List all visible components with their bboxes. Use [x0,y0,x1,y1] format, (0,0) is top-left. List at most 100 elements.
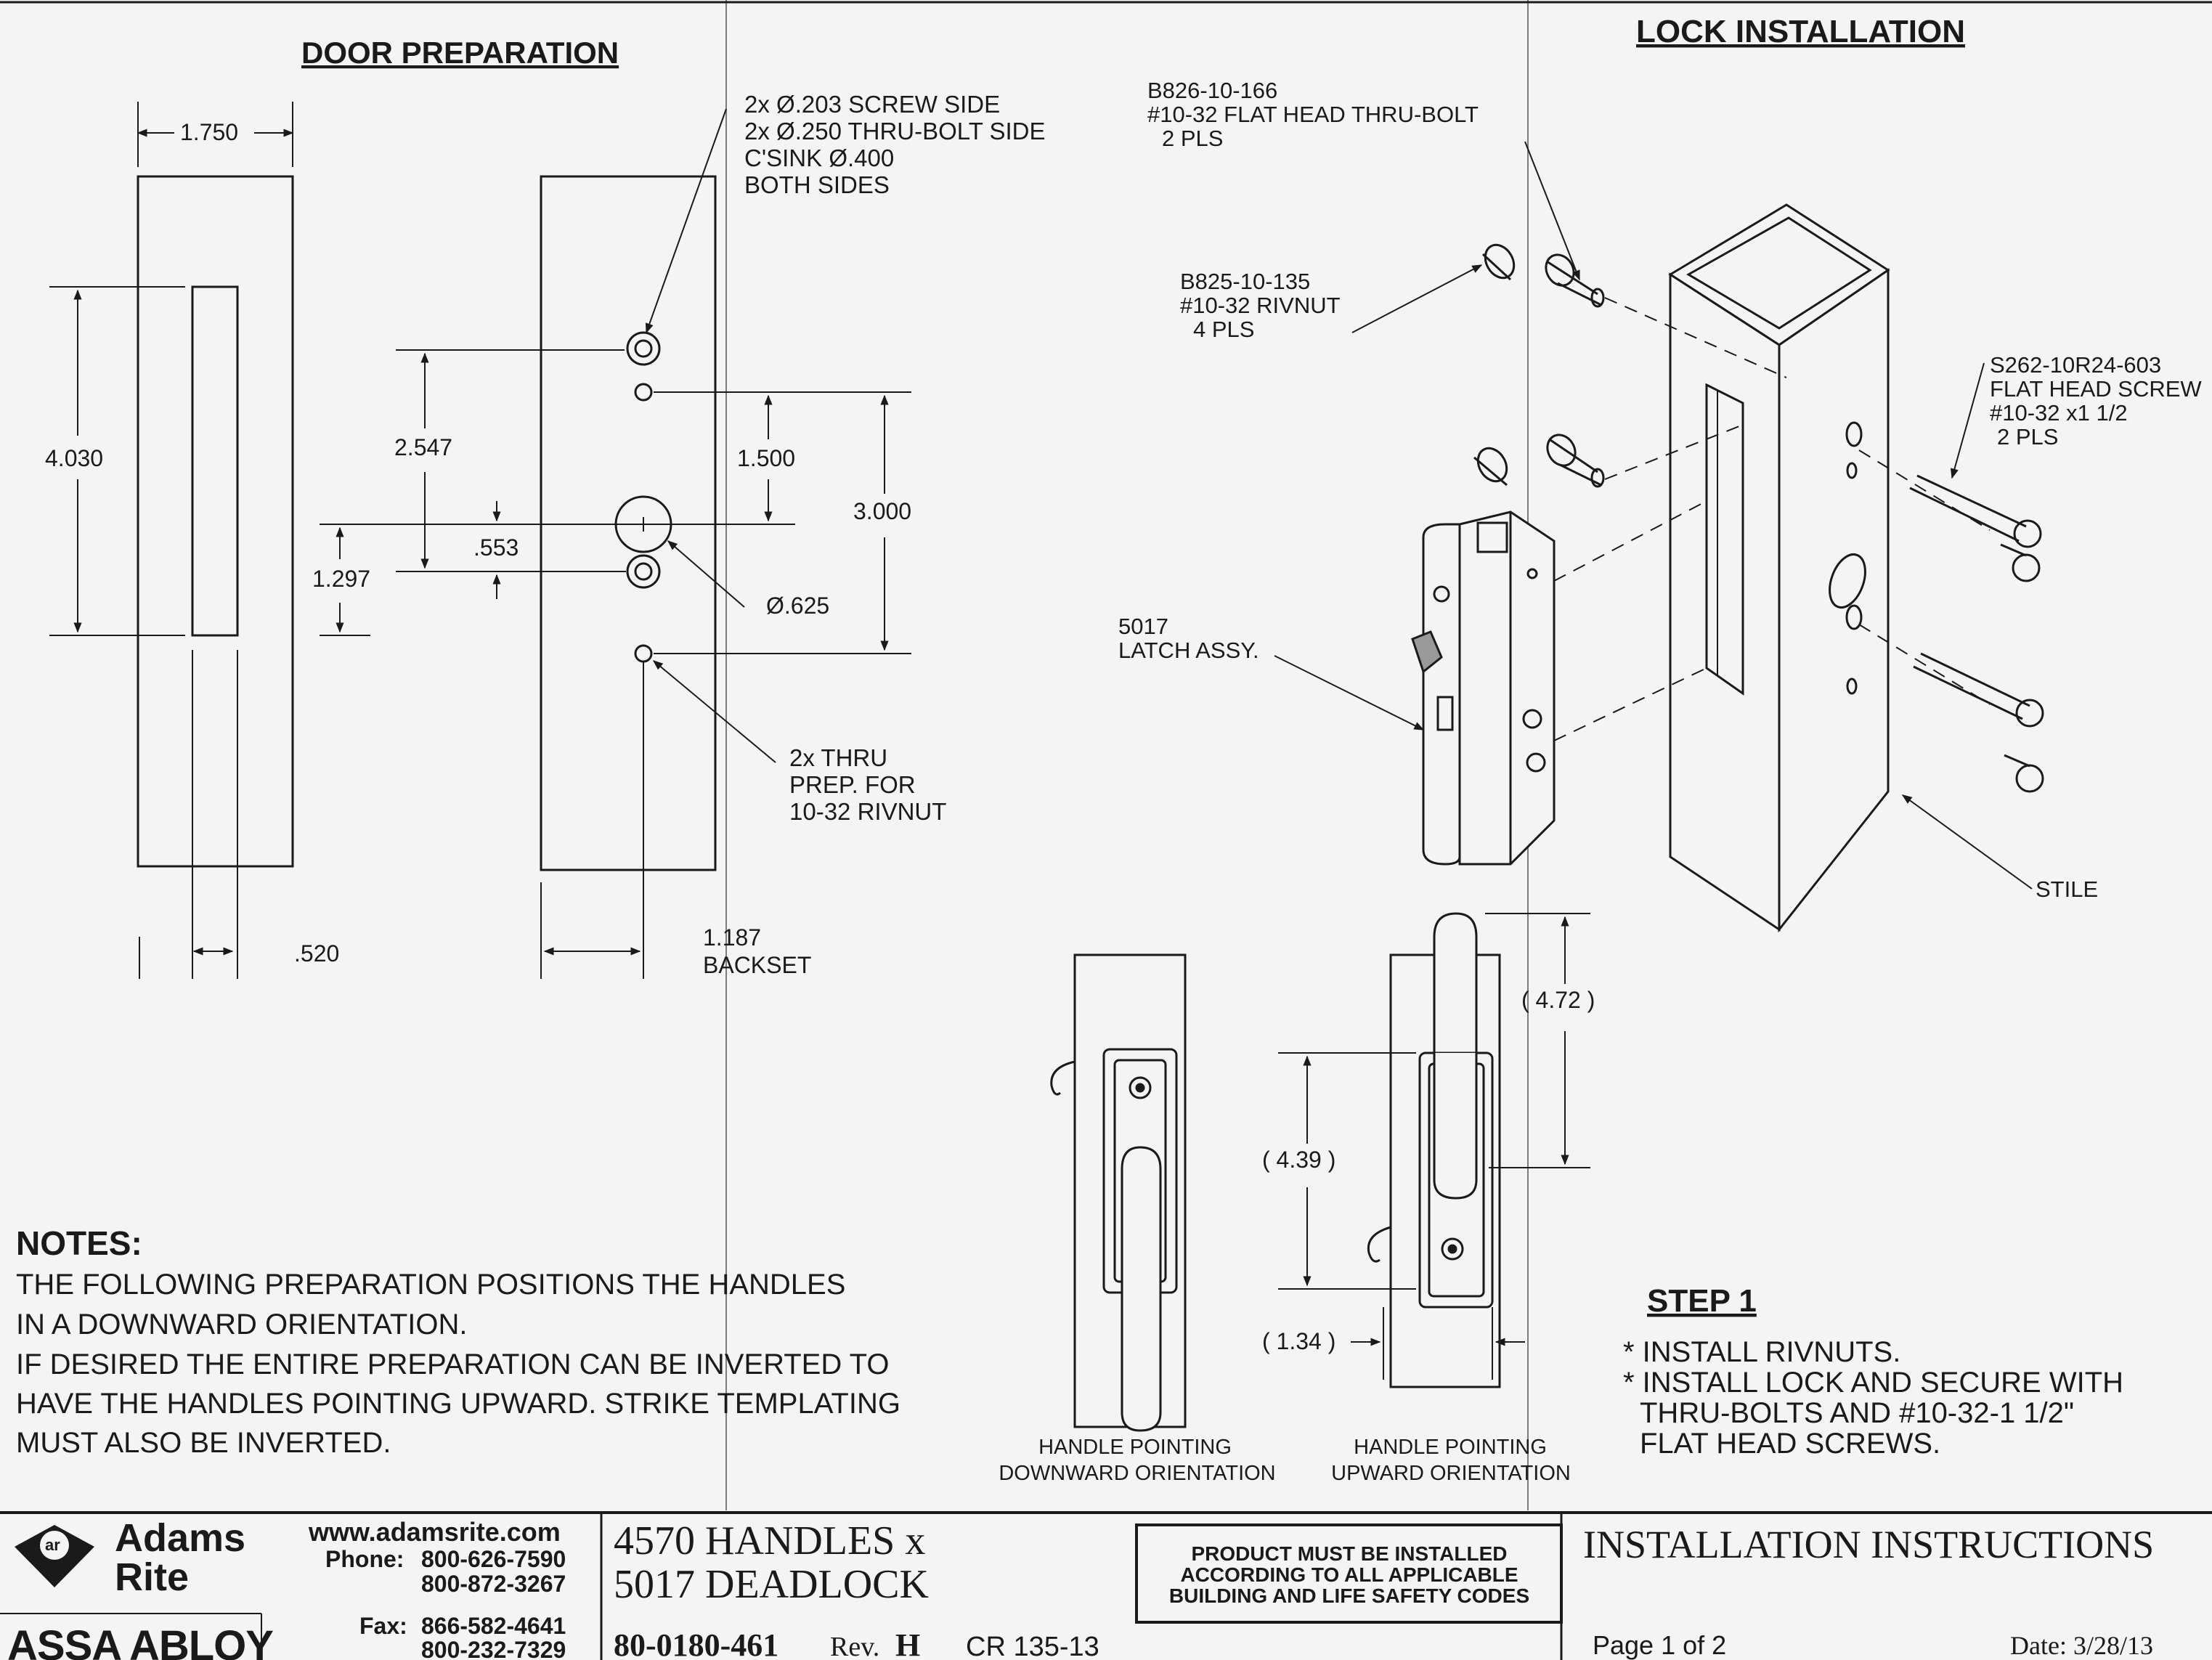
svg-text:* INSTALL LOCK AND SECURE WITH: * INSTALL LOCK AND SECURE WITH [1623,1367,2123,1399]
svg-text:HANDLE POINTING: HANDLE POINTING [1354,1436,1547,1459]
rivnut-1 [1481,243,1516,281]
svg-text:2x THRU: 2x THRU [789,744,887,771]
svg-text:ar: ar [45,1536,60,1554]
brand-name-2: Rite [115,1555,189,1599]
svg-text:DOWNWARD ORIENTATION: DOWNWARD ORIENTATION [999,1462,1275,1485]
svg-text:2 PLS: 2 PLS [1997,424,2058,449]
notes-section: NOTES: THE FOLLOWING PREPARATION POSITIO… [16,1224,900,1459]
door-prep-section: DOOR PREPARATION [45,36,1045,979]
phone-label: Phone: [325,1546,404,1572]
warning-text: PRODUCT MUST BE INSTALLED ACCORDING TO A… [1169,1542,1529,1607]
rivnut-2 [1473,447,1508,487]
flat-screw-2 [1913,652,2044,728]
fax-2: 800-232-7329 [421,1637,566,1660]
stile [1668,203,1890,933]
dim-553: .553 [473,534,519,561]
product-line-2: 5017 DEADLOCK [614,1562,929,1607]
adams-rite-logo: ar [15,1525,94,1587]
svg-text:PREP. FOR: PREP. FOR [789,771,916,798]
door-face-view [540,175,717,871]
latch-assembly [1411,510,1556,866]
svg-text:HAVE THE HANDLES POINTING UPWA: HAVE THE HANDLES POINTING UPWARD. STRIKE… [16,1388,900,1420]
dim-backset-value: 1.187 [703,924,761,951]
svg-text:BOTH SIDES: BOTH SIDES [744,171,890,198]
lock-install-title: LOCK INSTALLATION [1636,14,1965,49]
svg-text:B826-10-166: B826-10-166 [1147,78,1277,103]
svg-text:MUST ALSO BE INVERTED.: MUST ALSO BE INVERTED. [16,1427,391,1459]
svg-text:UPWARD ORIENTATION: UPWARD ORIENTATION [1331,1462,1571,1485]
svg-text:10-32 RIVNUT: 10-32 RIVNUT [789,798,946,825]
lock-slot [191,285,239,637]
dim-slot-width: .520 [294,940,339,967]
svg-text:FLAT HEAD SCREW: FLAT HEAD SCREW [1990,376,2202,402]
rivnut-4 [2004,754,2044,793]
screw-hole-top [634,383,653,402]
svg-text:ACCORDING TO ALL APPLICABLE: ACCORDING TO ALL APPLICABLE [1180,1563,1518,1586]
step1-section: STEP 1 * INSTALL RIVNUTS. * INSTALL LOCK… [1623,1283,2123,1460]
thru-bolt-2 [1546,434,1605,488]
cr-number: CR 135-13 [966,1632,1099,1660]
dim-134: ( 1.34 ) [1262,1328,1335,1354]
rivnut-hole-bottom [634,644,653,663]
callout-rivnut: 2x THRU PREP. FOR 10-32 RIVNUT [789,744,946,825]
title-block: ar Adams Rite ASSA ABLOY www.adamsrite.c… [0,1513,2154,1660]
svg-text:* INSTALL RIVNUTS.: * INSTALL RIVNUTS. [1623,1336,1900,1368]
stile-label: STILE [2036,876,2098,902]
svg-text:2x Ø.250 THRU-BOLT SIDE: 2x Ø.250 THRU-BOLT SIDE [744,118,1045,145]
dim-472: ( 4.72 ) [1521,987,1595,1013]
svg-text:5017: 5017 [1118,614,1168,639]
caption-downward: HANDLE POINTING DOWNWARD ORIENTATION [999,1436,1275,1485]
svg-text:IN A DOWNWARD ORIENTATION.: IN A DOWNWARD ORIENTATION. [16,1309,467,1340]
svg-text:#10-32 RIVNUT: #10-32 RIVNUT [1180,293,1341,318]
thru-bolt-hole-top [626,331,661,366]
svg-text:THRU-BOLTS AND #10-32-1 1/2": THRU-BOLTS AND #10-32-1 1/2" [1640,1397,2074,1429]
door-prep-title: DOOR PREPARATION [301,36,619,70]
handle-orientation-section: ( 4.72 ) ( 4.39 ) ( 1.34 ) HANDLE POINTI… [999,912,1595,1485]
step1-title: STEP 1 [1647,1283,1757,1319]
page-number: Page 1 of 2 [1593,1630,1726,1660]
notes-body: THE FOLLOWING PREPARATION POSITIONS THE … [16,1269,900,1459]
flat-screw-1 [1909,474,2042,548]
door-edge-view [137,175,294,868]
thru-bolt-1 [1545,253,1605,308]
thru-bolt-label: B826-10-166 #10-32 FLAT HEAD THRU-BOLT 2… [1147,78,1479,151]
step1-body: * INSTALL RIVNUTS. * INSTALL LOCK AND SE… [1623,1336,2123,1460]
handle-downward-view [1050,953,1187,1432]
dim-backset-label: BACKSET [703,952,811,978]
parent-brand: ASSA ABLOY [7,1622,273,1660]
brand-name-1: Adams [115,1516,245,1560]
rev-label: Rev. [830,1632,879,1660]
svg-text:THE FOLLOWING PREPARATION POSI: THE FOLLOWING PREPARATION POSITIONS THE … [16,1269,845,1301]
dim-cylinder-dia: Ø.625 [766,593,829,619]
svg-text:FLAT HEAD SCREWS.: FLAT HEAD SCREWS. [1640,1428,1940,1460]
callout-holes: 2x Ø.203 SCREW SIDE 2x Ø.250 THRU-BOLT S… [744,91,1045,198]
rev-value: H [895,1627,920,1660]
svg-text:HANDLE POINTING: HANDLE POINTING [1038,1436,1232,1459]
dim-3000: 3.000 [853,498,911,524]
svg-text:PRODUCT MUST BE INSTALLED: PRODUCT MUST BE INSTALLED [1191,1542,1507,1565]
product-line-1: 4570 HANDLES x [614,1518,925,1563]
dim-height: 4.030 [45,445,103,471]
svg-text:C'SINK Ø.400: C'SINK Ø.400 [744,145,894,171]
website: www.adamsrite.com [308,1517,561,1547]
flat-screw-label: S262-10R24-603 FLAT HEAD SCREW #10-32 x1… [1990,352,2202,449]
svg-text:IF DESIRED THE ENTIRE PREPARAT: IF DESIRED THE ENTIRE PREPARATION CAN BE… [16,1348,889,1380]
svg-text:4 PLS: 4 PLS [1193,317,1254,342]
fax-label: Fax: [359,1613,407,1639]
lock-install-section: LOCK INSTALLATION [1118,14,2202,933]
phone-1: 800-626-7590 [421,1546,566,1572]
thru-bolt-hole-bottom [626,554,661,589]
dim-2547: 2.547 [394,434,452,460]
doc-number: 80-0180-461 [614,1627,778,1660]
svg-text:#10-32 FLAT HEAD THRU-BOLT: #10-32 FLAT HEAD THRU-BOLT [1147,102,1479,127]
rivnut-3 [2000,543,2041,582]
svg-text:#10-32 x1 1/2: #10-32 x1 1/2 [1990,400,2128,426]
svg-text:LATCH ASSY.: LATCH ASSY. [1118,638,1259,663]
handle-upward-view [1367,912,1501,1388]
dim-1297: 1.297 [312,566,370,592]
rivnut-label: B825-10-135 #10-32 RIVNUT 4 PLS [1180,269,1341,342]
svg-text:BUILDING AND LIFE SAFETY CODES: BUILDING AND LIFE SAFETY CODES [1169,1584,1529,1607]
doc-date: Date: 3/28/13 [2010,1631,2153,1660]
notes-title: NOTES: [16,1224,142,1262]
